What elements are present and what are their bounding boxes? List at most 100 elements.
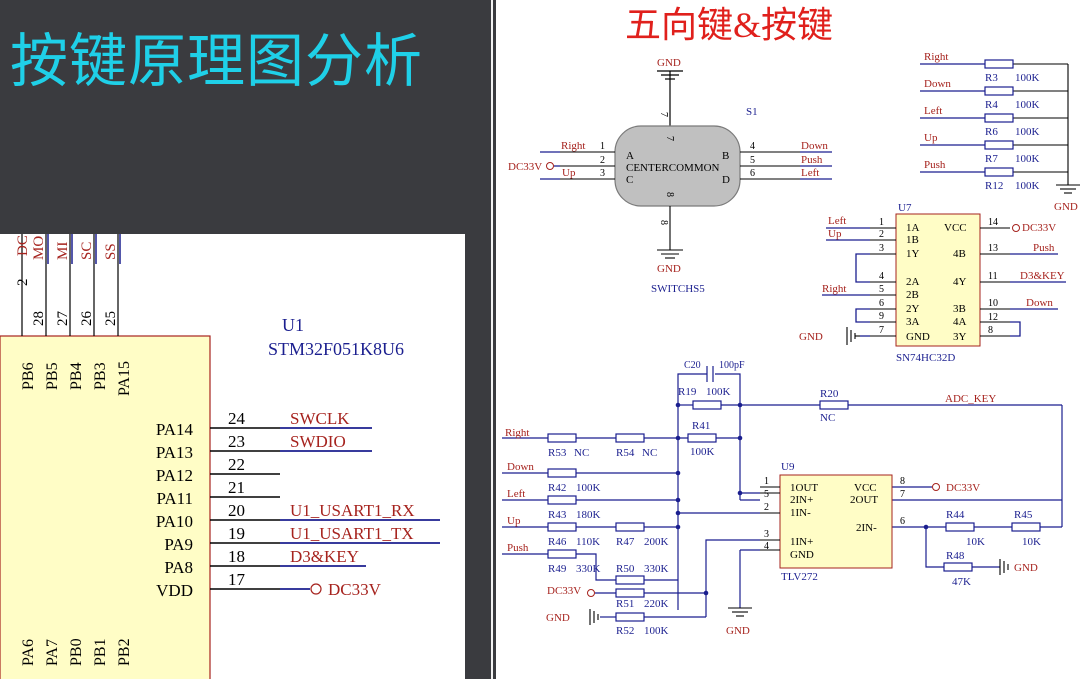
- svg-text:Down: Down: [924, 78, 951, 90]
- svg-text:3: 3: [600, 168, 605, 179]
- svg-text:R7: R7: [985, 153, 998, 165]
- mcu-top-net: MO: [31, 236, 47, 260]
- key-schematic-panel: 五向键&按键 GND 7 7 8 8 S1 A CENTERCOMMON C B…: [496, 0, 1087, 679]
- svg-text:R6: R6: [985, 126, 998, 138]
- mcu-pin-number: 24: [228, 409, 246, 428]
- svg-text:Push: Push: [507, 542, 529, 554]
- mcu-top-pin-name: PB3: [92, 362, 109, 390]
- svg-text:R51: R51: [616, 598, 634, 610]
- svg-text:GND: GND: [790, 549, 814, 561]
- svg-text:6: 6: [879, 298, 884, 309]
- mcu-pin-number: 21: [228, 478, 245, 497]
- svg-text:U9: U9: [781, 461, 795, 473]
- mcu-top-pin-name: PB4: [68, 362, 85, 390]
- mcu-top-net: SC: [79, 242, 95, 260]
- svg-text:DC33V: DC33V: [946, 482, 980, 494]
- svg-text:2: 2: [764, 502, 769, 513]
- svg-text:7: 7: [900, 489, 905, 500]
- mcu-bottom-pin-name: PB0: [68, 638, 85, 666]
- svg-text:330K: 330K: [644, 563, 669, 575]
- svg-text:GND: GND: [799, 331, 823, 343]
- svg-text:Right: Right: [822, 283, 846, 295]
- svg-text:5: 5: [764, 489, 769, 500]
- svg-text:S1: S1: [746, 106, 758, 118]
- svg-text:3B: 3B: [953, 303, 966, 315]
- svg-text:8: 8: [658, 220, 669, 225]
- mcu-body: [0, 335, 211, 679]
- svg-text:CENTERCOMMON: CENTERCOMMON: [626, 162, 720, 174]
- svg-text:110K: 110K: [576, 536, 600, 548]
- svg-text:NC: NC: [820, 412, 835, 424]
- svg-text:R46: R46: [548, 536, 567, 548]
- mcu-pin-number: 23: [228, 432, 245, 451]
- svg-text:Left: Left: [801, 167, 819, 179]
- svg-text:SWITCHS5: SWITCHS5: [651, 283, 705, 295]
- svg-text:220K: 220K: [644, 598, 669, 610]
- svg-text:Push: Push: [801, 154, 823, 166]
- svg-text:R45: R45: [1014, 509, 1033, 521]
- svg-text:4B: 4B: [953, 248, 966, 260]
- svg-text:Down: Down: [801, 140, 828, 152]
- svg-text:Up: Up: [828, 228, 842, 240]
- svg-text:11: 11: [988, 271, 998, 282]
- svg-text:8: 8: [664, 192, 675, 197]
- svg-text:2: 2: [600, 155, 605, 166]
- mcu-pin-name: PA14: [156, 420, 194, 439]
- slide-title: 按键原理图分析: [10, 27, 424, 95]
- mcu-net-label: U1_USART1_TX: [290, 524, 414, 543]
- svg-text:Right: Right: [505, 427, 529, 439]
- mcu-pin-number: 22: [228, 455, 245, 474]
- svg-text:2B: 2B: [906, 289, 919, 301]
- svg-text:2IN+: 2IN+: [790, 494, 813, 506]
- svg-text:1B: 1B: [906, 234, 919, 246]
- svg-text:R53: R53: [548, 447, 567, 459]
- svg-text:GND: GND: [726, 625, 750, 637]
- svg-text:U7: U7: [898, 202, 912, 214]
- svg-text:R47: R47: [616, 536, 635, 548]
- svg-text:6: 6: [750, 168, 755, 179]
- svg-text:ADC_KEY: ADC_KEY: [945, 393, 996, 405]
- svg-text:A: A: [626, 150, 634, 162]
- svg-text:1A: 1A: [906, 222, 920, 234]
- mcu-pin-name: PA12: [156, 466, 193, 485]
- mcu-pin-number: 20: [228, 501, 245, 520]
- svg-text:NC: NC: [642, 447, 657, 459]
- svg-text:R3: R3: [985, 72, 998, 84]
- svg-text:1Y: 1Y: [906, 248, 920, 260]
- svg-text:R4: R4: [985, 99, 998, 111]
- mcu-bottom-pin-name: PB2: [116, 638, 133, 666]
- svg-text:VCC: VCC: [944, 222, 967, 234]
- svg-text:3A: 3A: [906, 316, 920, 328]
- mcu-pin-name: PA9: [164, 535, 193, 554]
- mcu-top-net: MI: [55, 242, 71, 260]
- mcu-part: STM32F051K8U6: [268, 339, 404, 359]
- mcu-pin-name: PA10: [156, 512, 193, 531]
- svg-text:2A: 2A: [906, 276, 920, 288]
- svg-text:7: 7: [658, 112, 669, 117]
- svg-text:R49: R49: [548, 563, 567, 575]
- svg-text:D3&KEY: D3&KEY: [1020, 270, 1065, 282]
- mcu-top-pin-name: PA15: [116, 361, 133, 396]
- dc33v-port: [310, 583, 322, 595]
- mcu-pin-number: 18: [228, 547, 245, 566]
- svg-text:3: 3: [879, 243, 884, 254]
- svg-text:Down: Down: [507, 461, 534, 473]
- svg-text:Up: Up: [562, 167, 576, 179]
- svg-text:R20: R20: [820, 388, 839, 400]
- svg-text:8: 8: [988, 325, 993, 336]
- svg-text:GND: GND: [657, 263, 681, 275]
- svg-text:7: 7: [664, 136, 675, 141]
- svg-text:2: 2: [879, 229, 884, 240]
- svg-text:VCC: VCC: [854, 482, 877, 494]
- svg-text:100pF: 100pF: [719, 360, 745, 371]
- svg-text:NC: NC: [574, 447, 589, 459]
- mcu-bottom-pin-name: PA7: [44, 639, 61, 666]
- svg-text:2OUT: 2OUT: [850, 494, 878, 506]
- svg-text:10K: 10K: [966, 536, 985, 548]
- svg-text:GND: GND: [1014, 562, 1038, 574]
- five-way-switch: GND 7 7 8 8 S1 A CENTERCOMMON C B D: [508, 57, 832, 295]
- svg-text:Right: Right: [924, 51, 948, 63]
- svg-text:DC33V: DC33V: [547, 585, 581, 597]
- svg-text:4Y: 4Y: [953, 276, 967, 288]
